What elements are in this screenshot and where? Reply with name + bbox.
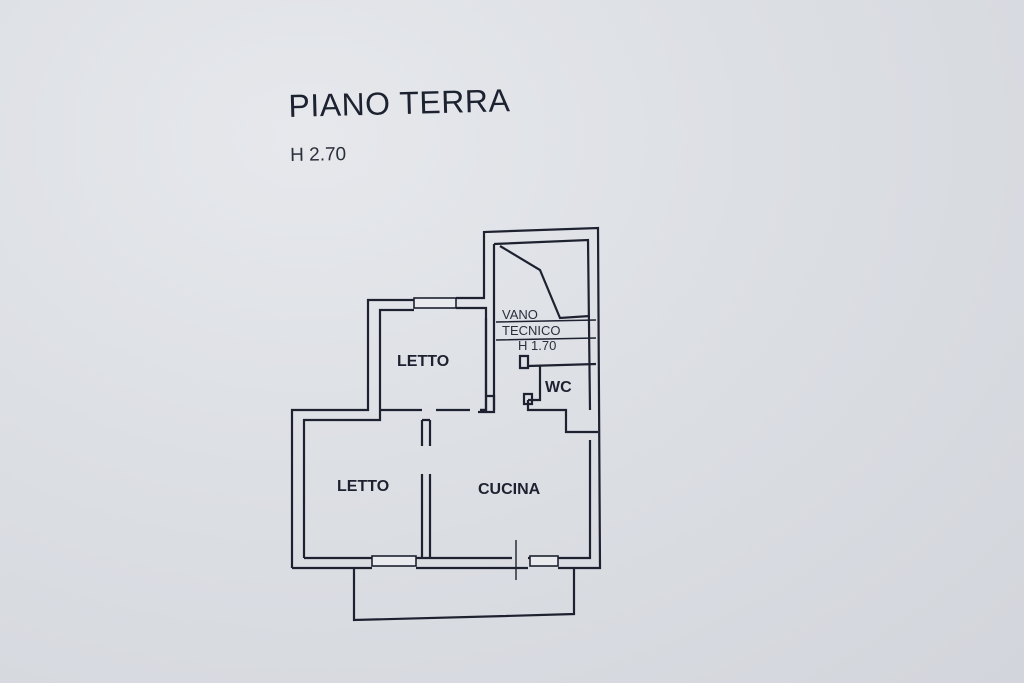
label-tecnico: TECNICO — [502, 323, 561, 338]
window-letto-top — [413, 297, 457, 309]
wall-stub — [478, 394, 496, 414]
bottom-inner-wall — [304, 440, 592, 560]
label-cucina: CUCINA — [478, 481, 541, 498]
windows — [371, 297, 559, 567]
label-wc: WC — [545, 379, 572, 396]
vano-diagonal — [499, 245, 591, 320]
label-vano-height: H 1.70 — [518, 338, 556, 353]
balcony — [352, 540, 576, 622]
letto-top-right-wall — [480, 318, 488, 412]
plan-walls — [290, 226, 602, 570]
outer-wall — [290, 226, 602, 570]
vano-shelf — [495, 319, 597, 341]
label-letto-bottom: LETTO — [337, 478, 389, 495]
window-letto-bottom — [371, 555, 417, 567]
wall-stub-2 — [518, 354, 530, 370]
partition-upper — [420, 418, 432, 446]
inner-wall — [302, 306, 488, 558]
label-vano: VANO — [502, 307, 538, 322]
balcony-outline — [352, 568, 576, 622]
label-letto-top: LETTO — [397, 353, 449, 370]
window-cucina — [529, 555, 559, 567]
vano-tecnico-wall — [492, 238, 592, 411]
wc-small-block — [522, 392, 534, 406]
partition-lower — [420, 474, 432, 558]
wc-wall — [526, 362, 598, 434]
